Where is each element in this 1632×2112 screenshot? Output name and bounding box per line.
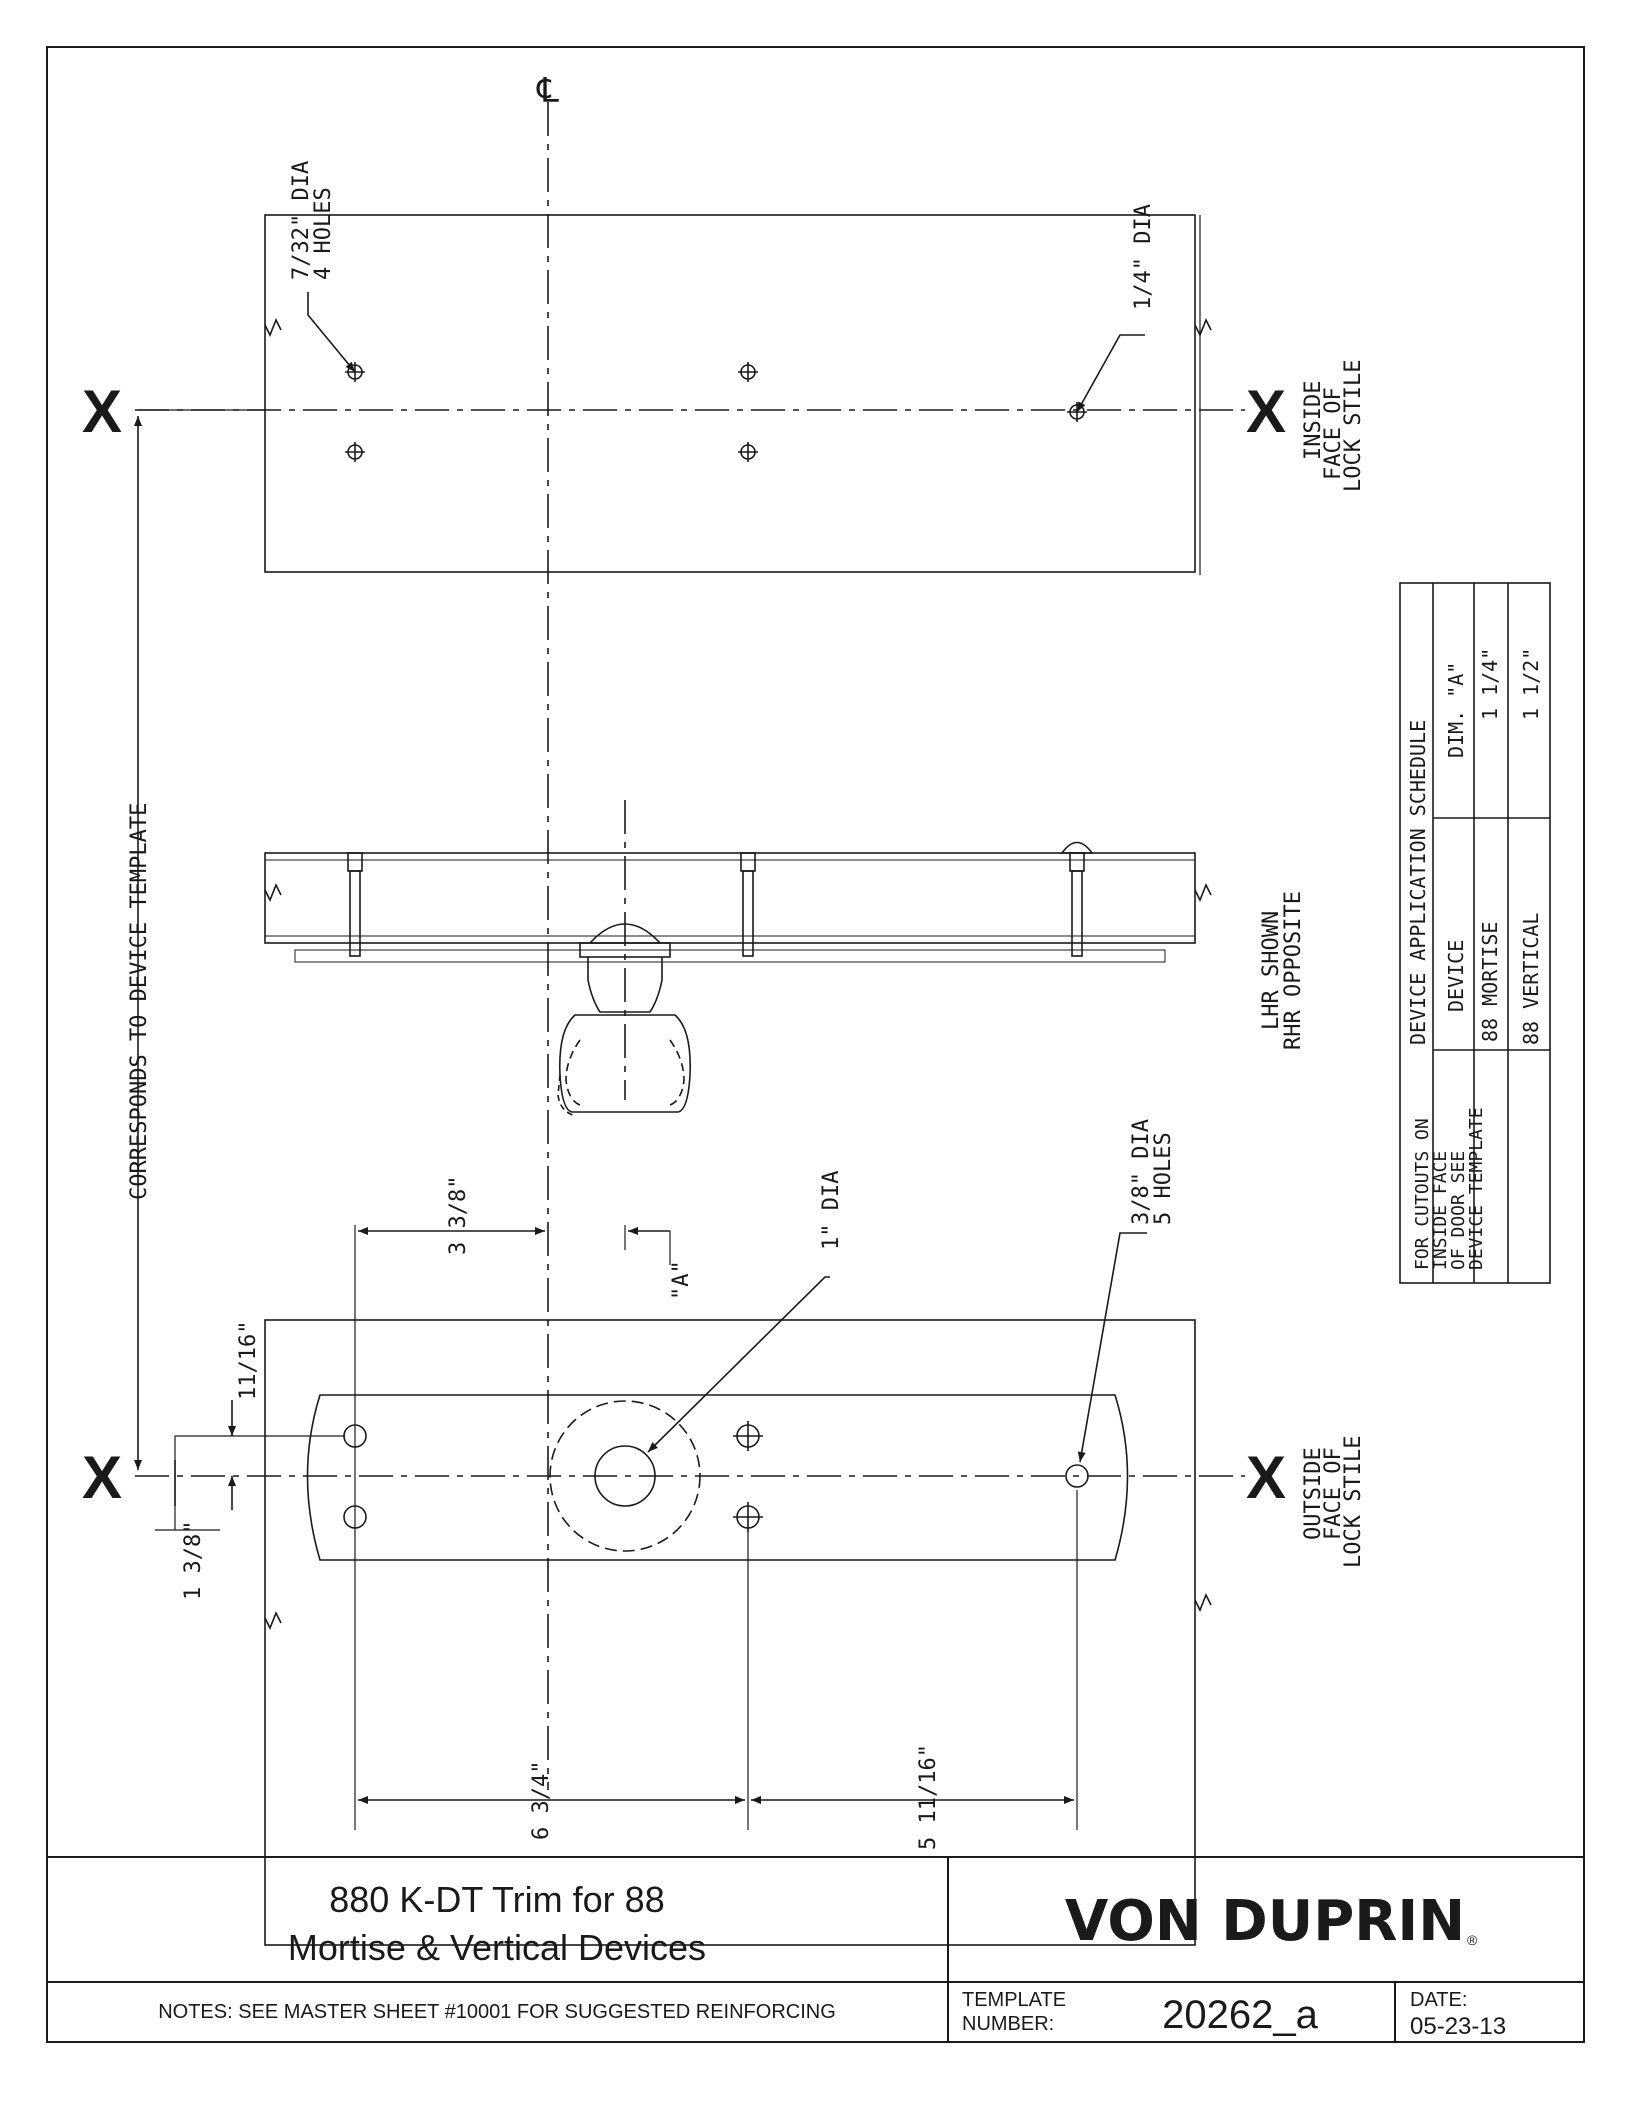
- hole-3-8: [733, 1421, 763, 1451]
- x-mark: X: [82, 1444, 122, 1511]
- break-symbol: [264, 318, 282, 337]
- schedule-header-device: DEVICE: [1444, 940, 1468, 1012]
- hole-3-8: [733, 1502, 763, 1532]
- template-title: 880 K-DT Trim for 88: [329, 1879, 664, 1920]
- leader-line: [1076, 334, 1145, 413]
- section-screw: [347, 852, 363, 957]
- schedule-row-dim: 1 1/4": [1478, 648, 1502, 720]
- dim-3-3-8: 3 3/8": [446, 1176, 471, 1255]
- top-holes-dia-label: 7/32" DIA: [289, 161, 314, 280]
- top-holes-count-label: 4 HOLES: [311, 187, 336, 280]
- cylinder-boss: [549, 1400, 701, 1552]
- dim-6-3-4: 6 3/4": [529, 1761, 554, 1840]
- drawing-frame: [46, 46, 1585, 2043]
- inside-face-plate-outline: [264, 214, 1196, 573]
- von-duprin-logo: VON DUPRIN: [1065, 1889, 1465, 1954]
- section-bottom-strip: [294, 949, 1166, 963]
- schedule-row-device: 88 MORTISE: [1478, 922, 1502, 1042]
- dim-1-3-8: 1 3/8": [181, 1521, 206, 1600]
- leader-line: [647, 1276, 830, 1453]
- outside-face-label: FACE OF: [1321, 1447, 1346, 1540]
- outside-face-label: OUTSIDE: [1301, 1447, 1326, 1540]
- title-block: [47, 1856, 1584, 2042]
- three-eighths-dia-label: 3/8" DIA: [1129, 1119, 1154, 1225]
- x-mark: X: [82, 378, 122, 445]
- break-symbol: [1194, 318, 1212, 337]
- lhr-label: RHR OPPOSITE: [1281, 891, 1306, 1050]
- outside-face-plate-outline: [264, 1319, 1196, 1946]
- section-cylinder: [557, 923, 692, 1117]
- schedule-note: OF DOOR SEE: [1448, 1151, 1469, 1270]
- hole-7-32: [345, 442, 365, 462]
- schedule-title: DEVICE APPLICATION SCHEDULE: [1406, 720, 1430, 1045]
- template-title: Mortise & Vertical Devices: [288, 1927, 706, 1968]
- quarter-dia-label: 1/4" DIA: [1131, 204, 1156, 310]
- cylinder-hole-1in: [594, 1445, 656, 1507]
- break-symbol: [264, 1611, 282, 1630]
- notes-text: NOTES: SEE MASTER SHEET #10001 FOR SUGGE…: [158, 2001, 836, 2023]
- five-holes-label: 5 HOLES: [1151, 1132, 1176, 1225]
- break-symbol: [1194, 1593, 1212, 1612]
- hole-7-32: [738, 362, 758, 382]
- outside-face-label: LOCK STILE: [1341, 1436, 1366, 1568]
- inside-face-label: LOCK STILE: [1341, 360, 1366, 492]
- section-screw: [740, 852, 756, 957]
- date-label: DATE:: [1410, 1989, 1467, 2011]
- break-symbol: [264, 883, 282, 902]
- centerline-symbol: ℄: [536, 71, 559, 111]
- schedule-note: INSIDE FACE: [1430, 1151, 1451, 1270]
- template-number-label: TEMPLATE: [962, 1989, 1066, 2011]
- leader-line: [1077, 1232, 1147, 1463]
- schedule-note: FOR CUTOUTS ON: [1412, 1118, 1433, 1270]
- section-screw: [1060, 841, 1094, 957]
- device-schedule-table: [1399, 582, 1551, 1284]
- leader-line: [307, 292, 356, 373]
- section-plate: [264, 852, 1196, 944]
- inside-face-label: FACE OF: [1321, 387, 1346, 480]
- dim-a-label: "A": [669, 1260, 694, 1300]
- x-mark: X: [1246, 1444, 1286, 1511]
- dim-5-11-16: 5 11/16": [916, 1744, 941, 1850]
- dim-11-16: 11/16": [236, 1321, 261, 1400]
- x-mark: X: [1246, 378, 1286, 445]
- break-symbol: [1194, 883, 1212, 902]
- registered-mark: ®: [1467, 1932, 1478, 1948]
- schedule-header-dim: DIM. "A": [1444, 662, 1468, 758]
- template-number: 20262_a: [1162, 1993, 1318, 2037]
- escutcheon-plate: [306, 1394, 1129, 1561]
- hole-3-8: [1065, 1464, 1089, 1488]
- drawing-area: [134, 102, 1245, 1946]
- one-dia-label: 1" DIA: [819, 1171, 844, 1250]
- schedule-note: DEVICE TEMPLATE: [1466, 1107, 1487, 1270]
- template-number-label: NUMBER:: [962, 2013, 1054, 2035]
- schedule-row-dim: 1 1/2": [1519, 648, 1543, 720]
- hole-7-32: [738, 442, 758, 462]
- date-value: 05-23-13: [1410, 2013, 1506, 2040]
- lhr-label: LHR SHOWN: [1259, 911, 1284, 1030]
- corresponds-label: CORRESPONDS TO DEVICE TEMPLATE: [127, 803, 152, 1200]
- schedule-row-device: 88 VERTICAL: [1519, 913, 1543, 1045]
- inside-face-label: INSIDE: [1301, 381, 1326, 460]
